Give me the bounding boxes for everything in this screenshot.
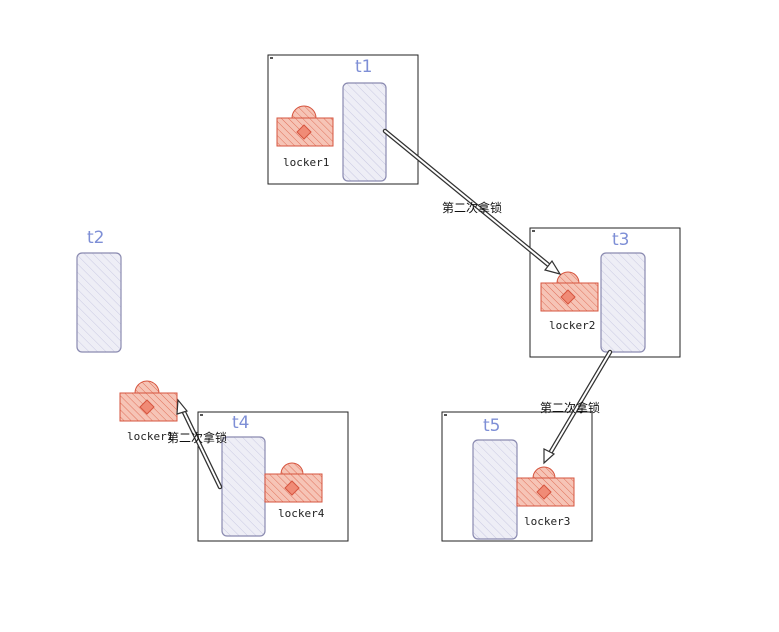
thread-label-t4: t4 [232, 413, 249, 433]
arrowhead-icon [543, 448, 556, 465]
locker2-label: locker2 [549, 319, 595, 332]
frame-corner-mark [444, 414, 447, 416]
locker2-lock-icon [540, 271, 599, 312]
free-locker-label: locker1 [127, 430, 173, 443]
thread-bar-t2 [76, 252, 122, 353]
thread-bar-t1 [342, 82, 387, 182]
arrow-t3-to-t5: 第二次拿锁 [540, 349, 613, 465]
arrow-label-t1-t3: 第二次拿锁 [442, 200, 502, 215]
locker1-lock-icon [276, 105, 334, 147]
thread-bar-t4 [221, 436, 266, 537]
arrow-t1-to-t3: 第二次拿锁 [382, 128, 562, 275]
locker1-label: locker1 [283, 156, 329, 169]
arrow-label-t3-t5: 第二次拿锁 [540, 400, 600, 415]
thread-frame-t1: t1 locker1 [267, 54, 419, 185]
arrow-label-t4-free: 第二次拿锁 [167, 430, 227, 445]
frame-corner-mark [200, 414, 203, 416]
arrowhead-icon [176, 398, 189, 415]
frame-border [441, 411, 593, 542]
locker3-label: locker3 [524, 515, 570, 528]
thread-label-t3: t3 [612, 230, 629, 250]
locker4-lock-icon [264, 462, 323, 503]
frame-corner-mark [532, 230, 535, 232]
arrow-t4-to-free-locker: 第二次拿锁 [167, 398, 227, 490]
thread-bar-t5 [472, 439, 518, 540]
thread-t2: t2 [76, 228, 122, 353]
frame-corner-mark [270, 57, 273, 59]
frame-border [197, 411, 349, 542]
free-locker-lock-icon [119, 380, 178, 422]
frame-border [267, 54, 419, 185]
arrowhead-icon [543, 259, 562, 275]
thread-label-t2: t2 [87, 228, 104, 248]
thread-frame-t3: t3 locker2 [529, 227, 681, 358]
thread-label-t5: t5 [483, 416, 500, 436]
thread-label-t1: t1 [355, 57, 372, 77]
thread-bar-t3 [600, 252, 646, 353]
thread-frame-t4: t4 locker4 [197, 411, 349, 542]
locker3-lock-icon [516, 466, 575, 507]
thread-frame-t5: t5 locker3 [441, 411, 593, 542]
locker4-label: locker4 [278, 507, 325, 520]
